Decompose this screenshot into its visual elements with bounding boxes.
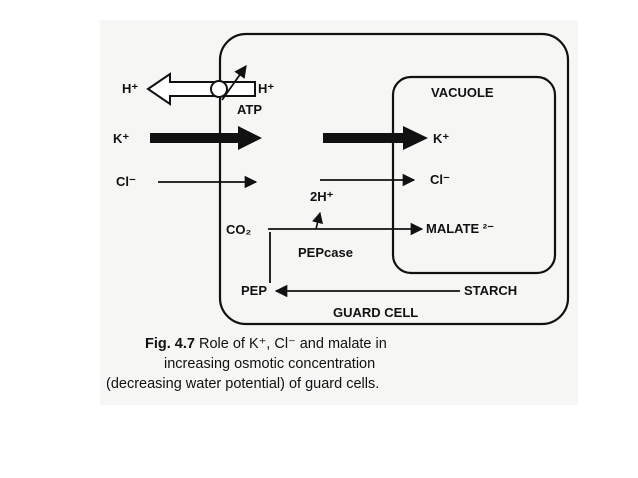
- k-ion-outside-label: K⁺: [113, 131, 129, 146]
- figure-number: Fig. 4.7: [145, 336, 195, 352]
- pepcase-label: PEPcase: [298, 245, 353, 260]
- co2-label: CO₂: [226, 222, 252, 237]
- proton-efflux-arrow: [146, 72, 256, 106]
- pep-label: PEP: [241, 283, 267, 298]
- starch-label: STARCH: [464, 283, 517, 298]
- malate-label: MALATE ²⁻: [426, 221, 494, 236]
- k-vacuole-uptake-arrow: [323, 126, 428, 150]
- vacuole-boundary: [391, 75, 557, 275]
- cl-ion-outside-label: Cl⁻: [116, 174, 136, 189]
- atpase-pump-icon: [210, 80, 228, 98]
- atp-label: ATP: [237, 102, 262, 117]
- guard-cell-boundary: [218, 32, 570, 326]
- h-ion-inside-label: H⁺: [258, 81, 274, 96]
- k-ion-vacuole-label: K⁺: [433, 131, 449, 146]
- guard-cell-label: GUARD CELL: [333, 305, 418, 320]
- vacuole-label: VACUOLE: [431, 85, 494, 100]
- proton-release-arrow: [312, 211, 323, 230]
- h-ion-outside-label: H⁺: [122, 81, 138, 96]
- figure-caption-line2: increasing osmotic concentration: [164, 356, 375, 372]
- cl-ion-vacuole-label: Cl⁻: [430, 172, 450, 187]
- two-h-ion-label: 2H⁺: [310, 189, 334, 204]
- caption-text-line1: Role of K⁺, Cl⁻ and malate in: [199, 336, 387, 352]
- figure-caption-line1: Fig. 4.7 Role of K⁺, Cl⁻ and malate in: [145, 336, 387, 352]
- atp-hydrolysis-arrow: [221, 64, 247, 101]
- figure-caption-line3: (decreasing water potential) of guard ce…: [106, 376, 379, 392]
- k-influx-arrow: [150, 126, 262, 150]
